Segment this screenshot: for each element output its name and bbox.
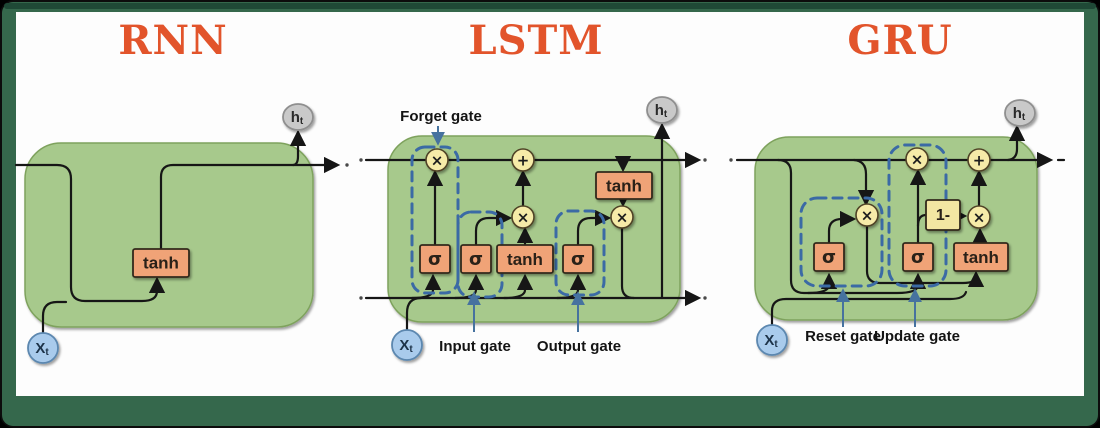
gru-panel: GRU × + × × 1- σ σ tanh Res [729,17,1066,356]
lstm-branch-to-candidate-tanh [502,273,534,300]
gru-hprev-to-reset-multiply [852,158,875,207]
hidden-subscript: t [300,116,304,127]
output-gate-label: Output gate [537,338,621,355]
lstm-output-tanh-box [595,171,653,200]
lstm-forget-sigma-box [419,244,451,274]
gru-update-multiply-node [905,147,929,171]
input-gate-label: Input gate [439,338,511,355]
lstm-output-multiply-node [610,205,634,229]
rnn-input-wire [41,300,68,335]
tanh-symbol: tanh [606,177,642,196]
lstm-input-node [391,329,423,361]
gru-hidden-node [1004,99,1036,127]
hidden-symbol: h [1013,105,1022,122]
lstm-panel: LSTM × + × × σ σ [359,17,707,361]
lstm-forget-gate-dashed-box [410,145,460,295]
lstm-input-sigma-to-multiply [474,209,513,246]
rnn-tanh-label: tanh [143,254,179,273]
wire-continuation-dot [359,296,363,300]
wire-continuation-dot [345,163,349,167]
multiply-symbol: × [911,151,924,169]
lstm-output-sigma-box [562,244,594,274]
lstm-candidate-tanh-box [496,244,554,274]
gru-one-minus-box [925,199,961,231]
hidden-subscript: t [1022,112,1026,123]
lstm-hidden-node [646,96,678,124]
sigma-symbol: σ [469,249,483,270]
wire-continuation-dot [359,158,363,162]
input-symbol: X [764,332,774,349]
one-minus-symbol: 1- [936,207,950,224]
gru-add-node [967,148,991,172]
input-symbol: X [35,340,45,357]
rnn-cell-body [24,142,314,328]
lstm-title: LSTM [468,17,603,64]
gru-reset-gate-dashed-box [799,196,884,288]
input-subscript: t [774,339,778,350]
rnn-hidden-node-label: ht [291,109,304,127]
gru-branch-to-one-minus [916,213,928,228]
rnn-tanh-box [132,248,190,278]
lstm-input-node-label: Xt [399,337,413,355]
gru-reset-sigma-box [813,242,845,272]
input-subscript: t [409,344,413,355]
rnn-hidden-node [282,103,314,131]
tanh-symbol: tanh [507,250,543,269]
wire-continuation-dot [703,296,707,300]
lstm-output-merge-wire [620,226,636,300]
add-symbol: + [973,152,986,170]
input-symbol: X [399,337,409,354]
sigma-symbol: σ [571,249,585,270]
gru-reset-sigma-to-multiply [827,210,857,245]
gru-reset-multiply-node [855,203,879,227]
multiply-symbol: × [861,207,874,225]
gru-hidden-node-label: ht [1013,105,1026,123]
reset-gate-label: Reset gate [805,328,881,345]
frame-top-strip [4,3,1096,9]
input-subscript: t [45,347,49,358]
gru-title: GRU [847,17,952,64]
lstm-forget-multiply-node [425,148,449,172]
wire-continuation-dot [729,158,733,162]
forget-gate-label: Forget gate [400,108,482,125]
wire-continuation-dot [703,158,707,162]
multiply-symbol: × [431,152,444,170]
hidden-symbol: h [291,109,300,126]
rnn-input-node [27,332,59,364]
rnn-output-wire [159,156,341,251]
rnn-input-node-label: Xt [35,340,49,358]
tanh-symbol: tanh [963,248,999,267]
sigma-symbol: σ [911,247,925,268]
gru-input-node [756,324,788,356]
rnn-recurrent-wire [14,163,166,303]
add-symbol: + [517,152,530,170]
rnn-title: RNN [118,17,227,64]
rnn-hidden-branch-wire [289,129,307,167]
lstm-add-node [511,148,535,172]
hidden-symbol: h [655,102,664,119]
multiply-symbol: × [973,209,986,227]
gru-hidden-branch-wire [1006,124,1026,162]
hidden-subscript: t [664,109,668,120]
update-gate-label: Update gate [874,328,960,345]
lstm-branch-to-forget-sigma [410,273,442,300]
gru-reset-multiply-to-tanh [865,224,985,288]
lstm-input-multiply-node [511,205,535,229]
gru-update-sigma-box [902,242,934,272]
lstm-output-sigma-to-multiply [576,209,612,246]
sigma-symbol: σ [822,247,836,268]
gru-input-wire [770,290,968,327]
gru-candidate-multiply-node [967,205,991,229]
multiply-symbol: × [517,209,530,227]
rnn-panel: RNN tanh Xt ht [14,17,349,364]
multiply-symbol: × [616,209,629,227]
sigma-symbol: σ [428,249,442,270]
lstm-input-sigma-box [460,244,492,274]
gru-tanh-box [953,242,1009,272]
lstm-hidden-node-label: ht [655,102,668,120]
gru-input-node-label: Xt [764,332,778,350]
